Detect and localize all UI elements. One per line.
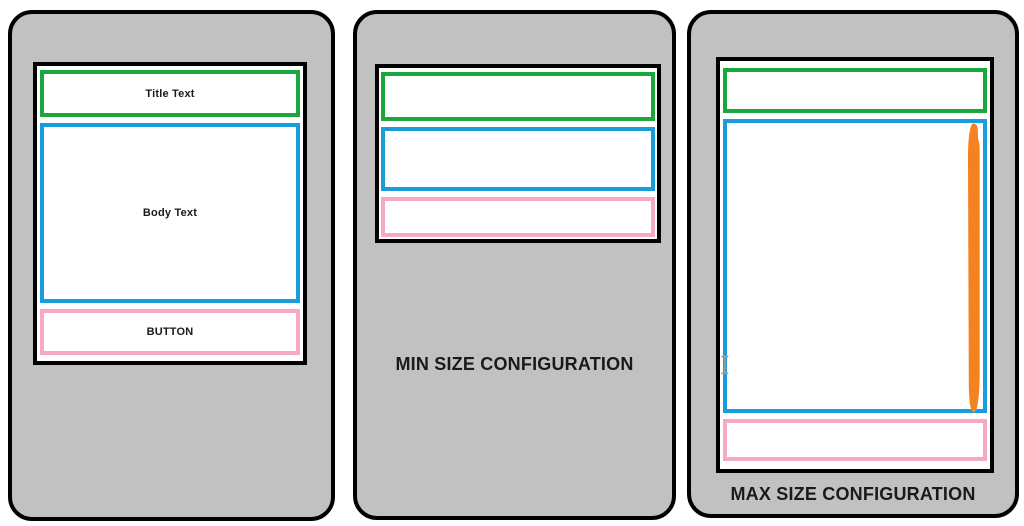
button-label: BUTTON: [146, 326, 194, 338]
body-slot: Body Text: [40, 123, 300, 303]
title-slot: [723, 68, 987, 113]
card-max-size-config: MAX SIZE CONFIGURATION: [687, 10, 1019, 518]
card-frame: [375, 64, 661, 243]
button-slot[interactable]: BUTTON: [40, 309, 300, 355]
card-frame: Title Text Body Text BUTTON: [33, 62, 307, 365]
body-label: Body Text: [142, 207, 198, 219]
body-slot: [381, 127, 655, 191]
button-slot: [723, 419, 987, 461]
caption-min-size: MIN SIZE CONFIGURATION: [395, 354, 634, 374]
title-label: Title Text: [145, 87, 195, 100]
body-slot: [723, 119, 987, 413]
card-default-config: Title Text Body Text BUTTON: [8, 10, 335, 521]
title-slot: [381, 72, 655, 121]
text-select-cursor-icon: [721, 355, 729, 375]
title-slot: Title Text: [40, 70, 300, 117]
button-slot: [381, 197, 655, 237]
orange-marker-stroke: [967, 123, 980, 413]
caption-max-size: MAX SIZE CONFIGURATION: [730, 484, 976, 504]
card-frame: [716, 57, 994, 473]
card-min-size-config: MIN SIZE CONFIGURATION: [353, 10, 676, 520]
